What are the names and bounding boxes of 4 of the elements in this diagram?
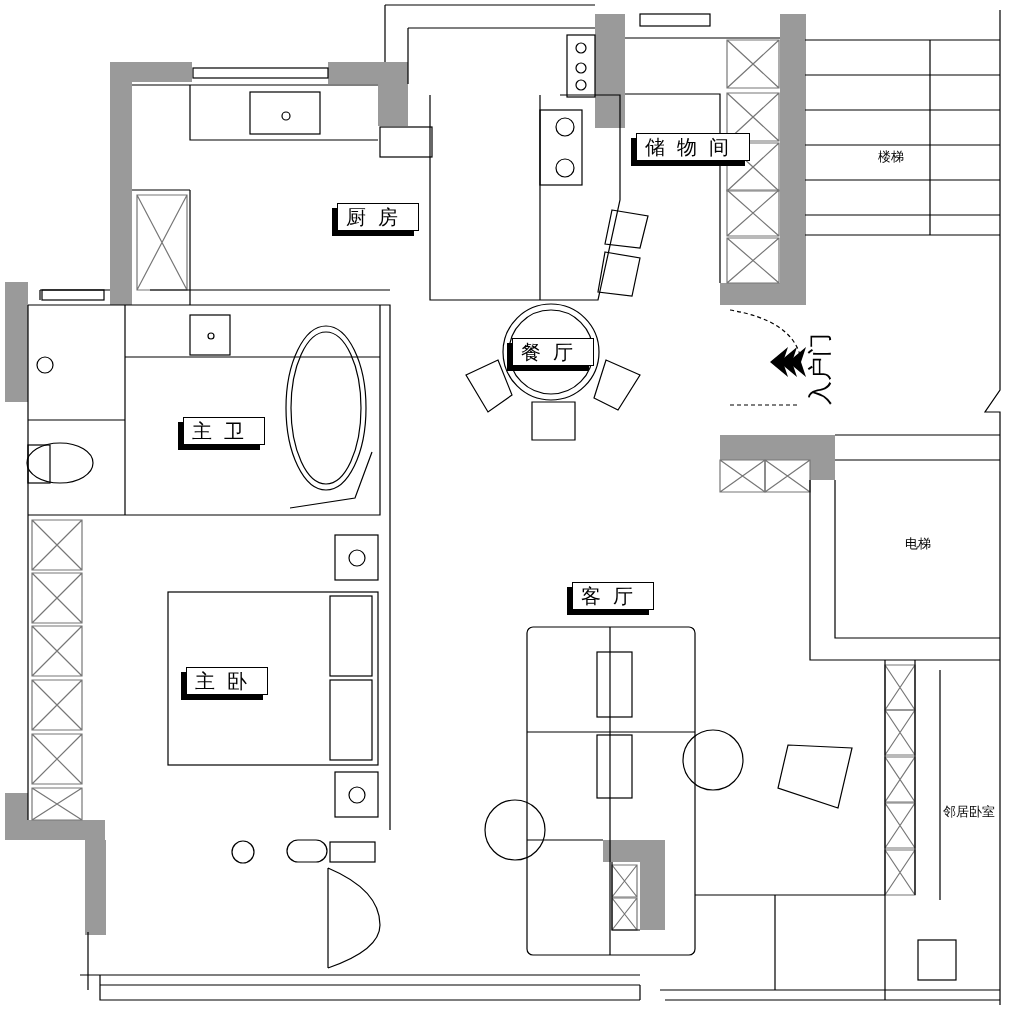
room-label: 邻居卧室 (943, 805, 995, 818)
room-label: 入户门 (808, 333, 832, 405)
room-label: 楼梯 (878, 150, 904, 163)
room-label: 电梯 (905, 537, 931, 550)
